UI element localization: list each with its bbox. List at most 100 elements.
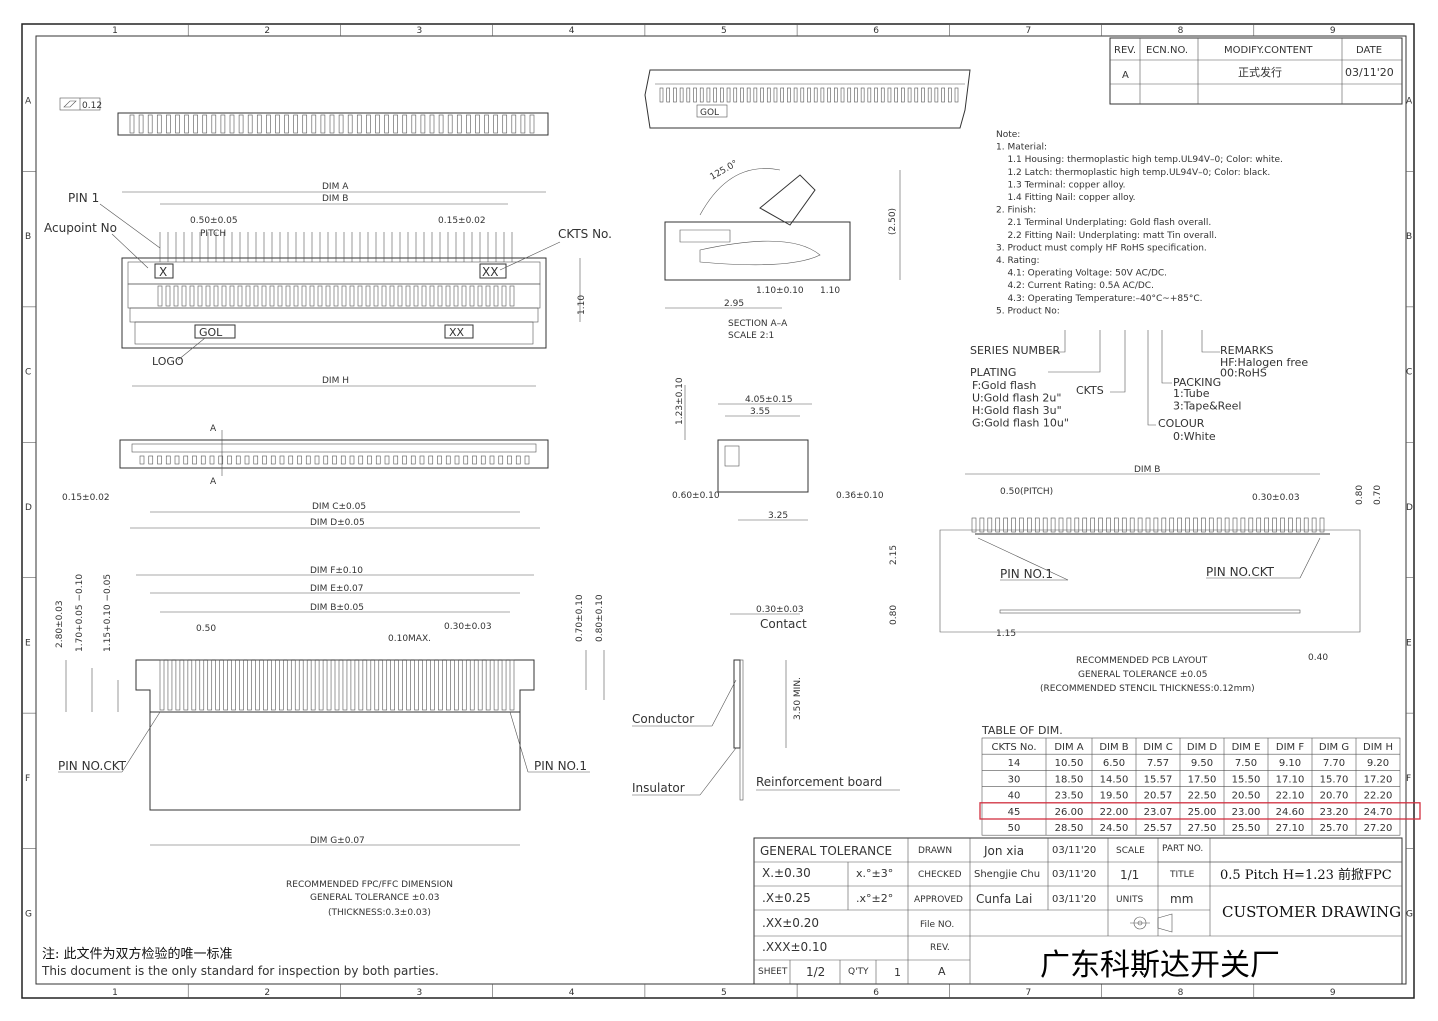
pin <box>193 114 198 134</box>
pin <box>421 285 427 307</box>
option-item: F:Gold flash <box>972 379 1036 392</box>
footer-note-en: This document is the only standard for i… <box>41 964 439 978</box>
pin <box>165 285 171 307</box>
pin <box>1248 517 1254 533</box>
pin <box>244 455 250 465</box>
notes-block: Note:1. Material: 1.1 Housing: thermopla… <box>996 130 1283 316</box>
pcb-w115: 1.15 <box>996 629 1016 639</box>
pin <box>189 285 195 307</box>
pin <box>713 87 717 103</box>
tolerance-linear: .XX±0.20 <box>762 916 819 930</box>
connector-top-view: X XX GOL XX DIM A DIM B 0.50±0.05 PITCH … <box>44 182 612 387</box>
tolerance-linear: .X±0.25 <box>762 891 811 905</box>
pin <box>297 455 302 465</box>
fpc-pin1: PIN NO.1 <box>534 759 587 773</box>
pin <box>511 114 517 134</box>
pin <box>454 659 459 711</box>
pin <box>157 285 163 307</box>
pin <box>1240 517 1246 533</box>
pin <box>227 455 232 465</box>
dim-table-header: DIM H <box>1363 742 1393 753</box>
option-item: HF:Halogen free <box>1220 356 1308 369</box>
pin <box>673 87 677 103</box>
fpc-d080: 0.80±0.10 <box>595 594 605 642</box>
dim-a-label: DIM A <box>322 182 349 192</box>
pin <box>165 455 171 465</box>
dim-table-cell: 25.50 <box>1232 823 1261 834</box>
grid-col-label: 1 <box>112 26 118 36</box>
pin <box>390 659 395 711</box>
pin <box>1208 517 1214 533</box>
pin <box>329 114 335 134</box>
pin <box>493 285 499 307</box>
grid-row-label: G <box>1406 909 1413 919</box>
acupoint-label: Acupoint No <box>44 221 117 235</box>
grid-col-label: 7 <box>1025 988 1031 998</box>
pin <box>445 285 451 307</box>
ckts-code-label: CKTS <box>1076 384 1104 397</box>
pin <box>393 114 398 134</box>
pcb-pad-width: 0.30±0.03 <box>1252 493 1300 503</box>
pin <box>1129 517 1135 533</box>
pin <box>375 114 380 134</box>
pin <box>285 285 291 307</box>
fpc-pinckt: PIN NO.CKT <box>58 759 127 773</box>
grid-row-label: F <box>1406 774 1411 784</box>
pin <box>1319 517 1325 533</box>
ckt-xx-mark: XX <box>482 265 498 279</box>
dim-table-cell: 28.50 <box>1055 823 1084 834</box>
pin <box>472 455 477 465</box>
dim-table-cell: 22.00 <box>1100 807 1129 818</box>
pin <box>326 659 332 711</box>
pin <box>1098 517 1103 533</box>
note-line: 4.2: Current Rating: 0.5A AC/DC. <box>996 281 1154 291</box>
fpc-d030: 0.30±0.03 <box>444 622 492 632</box>
approved-label: APPROVED <box>914 895 963 905</box>
pin <box>183 659 189 711</box>
customer-drawing: CUSTOMER DRAWING <box>1222 903 1401 921</box>
pin <box>469 659 475 711</box>
note-line: 4.3: Operating Temperature:–40°C~+85°C. <box>996 294 1202 304</box>
pin1-label: PIN 1 <box>68 191 99 205</box>
pin <box>422 659 427 711</box>
pin <box>202 114 208 134</box>
pin <box>358 659 364 711</box>
pin <box>954 87 959 103</box>
grid-row-label: D <box>25 503 32 513</box>
pin <box>402 114 408 134</box>
pin <box>1114 517 1119 533</box>
pin <box>1161 517 1167 533</box>
pin <box>334 659 340 711</box>
dim-table-cell: 30 <box>1008 774 1021 785</box>
note-line: 1.3 Terminal: copper alloy. <box>996 180 1125 190</box>
pcb-pin1: PIN NO.1 <box>1000 567 1053 581</box>
pcb-tolerance: GENERAL TOLERANCE ±0.05 <box>1078 670 1207 680</box>
dim-table-cell: 15.57 <box>1144 774 1173 785</box>
pin <box>229 114 235 134</box>
dim-table-header: DIM G <box>1319 742 1349 753</box>
tolerance-angular: x.°±3° <box>856 867 893 880</box>
dim-table-header: DIM E <box>1232 742 1261 753</box>
pin <box>184 114 189 134</box>
pin <box>979 517 985 533</box>
pin <box>740 87 744 103</box>
pin <box>1153 517 1159 533</box>
pin <box>356 114 362 134</box>
pcb-h215: 2.15 <box>889 545 899 565</box>
pin <box>414 659 419 711</box>
pin <box>720 87 724 103</box>
dim-table-cell: 22.10 <box>1276 791 1305 802</box>
dim-table-cell: 23.20 <box>1320 807 1349 818</box>
pin <box>941 87 945 103</box>
fpc-side-d350: 3.50 MIN. <box>793 677 803 720</box>
fpc-dim-b: DIM B±0.05 <box>310 603 364 613</box>
dim-table-cell: 7.57 <box>1147 758 1169 769</box>
dim-table-cell: 14 <box>1008 758 1021 769</box>
pin <box>235 455 241 465</box>
dim-b-label: DIM B <box>322 194 348 204</box>
pin <box>509 285 515 307</box>
grid-row-label: C <box>1406 368 1412 378</box>
pin <box>211 114 217 134</box>
pin <box>847 87 852 103</box>
